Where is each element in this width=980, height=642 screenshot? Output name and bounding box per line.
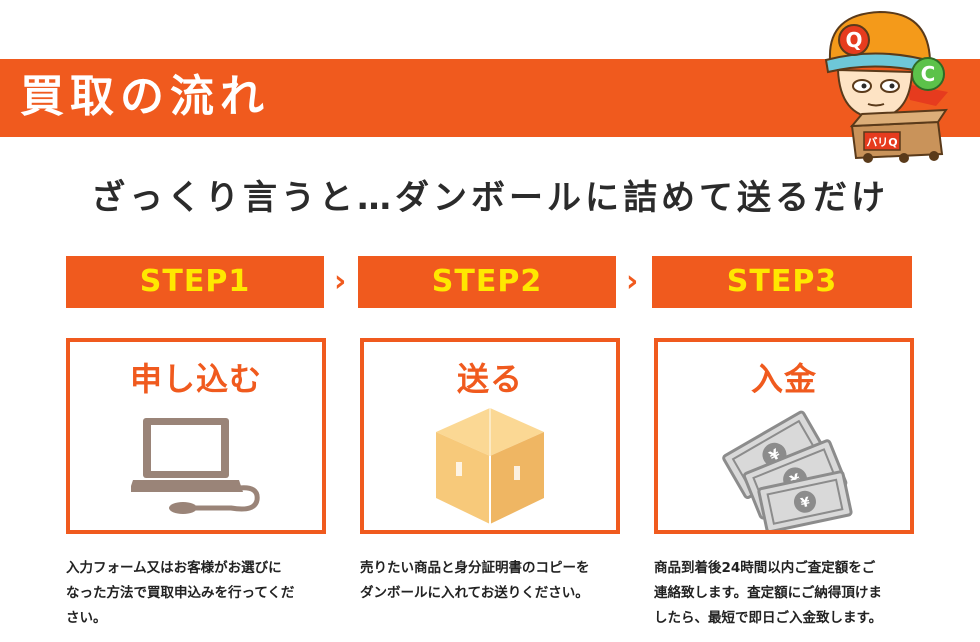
step-arrow: › [626, 264, 639, 299]
description-line: なった方法で買取申込みを行ってくだ [66, 585, 295, 601]
mascot-box-label: バリQ [866, 136, 897, 149]
step-arrow: › [334, 264, 347, 299]
description-line: したら、最短で即日ご入金致します。 [654, 610, 883, 626]
laptop-icon [131, 418, 260, 514]
step1-title: 申し込む [129, 360, 262, 398]
cardboard-box-icon [436, 408, 544, 524]
step1-card: 申し込む [66, 338, 326, 534]
step2-title: 送る [456, 360, 523, 398]
step1-description: 入力フォーム又はお客様がお選びに なった方法で買取申込みを行ってくだ さい。 [66, 556, 336, 631]
description-line: さい。 [66, 610, 107, 626]
step3-description: 商品到着後24時間以内ご査定額をご 連絡致します。査定額にご納得頂けま したら、… [654, 556, 930, 631]
step3-card: 入金 ¥ ¥ ¥ [654, 338, 914, 534]
mascot-c-letter: C [921, 62, 936, 86]
step2-header: STEP2 [358, 256, 616, 308]
description-line: 入力フォーム又はお客様がお選びに [66, 560, 282, 576]
description-line: 売りたい商品と身分証明書のコピーを [360, 560, 590, 576]
mascot-q-letter: Q [845, 28, 862, 52]
description-line: 商品到着後24時間以内ご査定額をご [654, 560, 876, 576]
yen-banknotes-icon: ¥ ¥ ¥ [722, 410, 853, 530]
step1-header: STEP1 [66, 256, 324, 308]
step3-header: STEP3 [652, 256, 912, 308]
svg-text:¥: ¥ [799, 495, 811, 512]
step2-card: 送る [360, 338, 620, 534]
tagline: ざっくり言うと…ダンボールに詰めて送るだけ [91, 178, 889, 218]
step2-description: 売りたい商品と身分証明書のコピーを ダンボールに入れてお送りください。 [360, 556, 630, 606]
description-line: 連絡致します。査定額にご納得頂けま [654, 585, 882, 601]
step3-title: 入金 [750, 360, 817, 398]
header-banner: 買取の流れ [0, 59, 980, 137]
page-title: 買取の流れ [20, 71, 270, 122]
mascot-illustration: Q C バリQ [824, 10, 948, 163]
description-line: ダンボールに入れてお送りください。 [360, 585, 589, 601]
